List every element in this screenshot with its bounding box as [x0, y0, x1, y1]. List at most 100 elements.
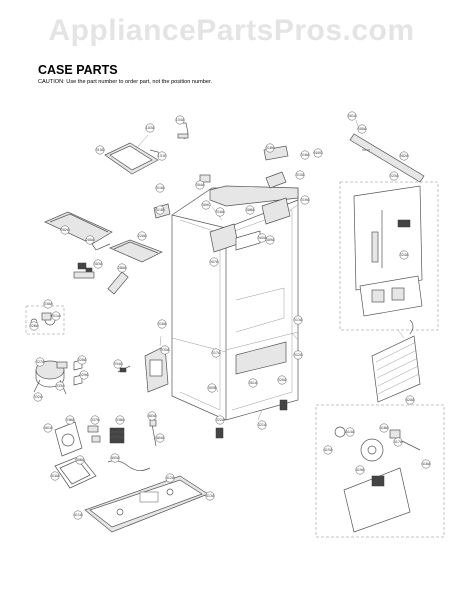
- callout-bubble: [293, 350, 303, 360]
- callout-label: 414A: [346, 430, 355, 434]
- callout-bubble: [155, 205, 165, 215]
- callout-label: 416A: [380, 426, 389, 430]
- callout-label: 312A: [294, 353, 303, 357]
- top-cover-part: [104, 142, 159, 175]
- callout-303a: 303A: [93, 259, 103, 269]
- cabinet-top-bracket: [209, 197, 291, 253]
- callout-label: 403A: [148, 414, 157, 418]
- callout-label: 322A: [216, 418, 225, 422]
- callout-label: 304A: [196, 183, 205, 187]
- callout-bubble: [211, 348, 221, 358]
- callout-103a: 103A: [145, 123, 155, 133]
- callout-310a: 310A: [215, 207, 225, 217]
- fan-shroud: [54, 455, 97, 489]
- callout-412a: 412A: [165, 473, 175, 483]
- callout-label: 328A: [78, 358, 87, 362]
- callout-bubble: [33, 392, 43, 402]
- callout-label: 309A: [266, 238, 275, 242]
- callout-321a: 321A: [257, 420, 267, 430]
- callout-label: 336A: [66, 418, 75, 422]
- evaporator: [371, 319, 421, 403]
- top-trim-strip: [349, 133, 425, 183]
- caution-note: CAUTION: Use the part number to order pa…: [38, 79, 213, 85]
- callout-330a: 330A: [43, 299, 53, 309]
- leveling-legs: [215, 399, 288, 439]
- callout-405a: 405A: [110, 453, 120, 463]
- callout-bubble: [300, 195, 310, 205]
- callout-label: 406A: [76, 458, 85, 462]
- drain-pan: [109, 427, 125, 444]
- callout-334a: 334A: [113, 359, 123, 369]
- fan-motor-clip: [87, 425, 101, 443]
- callout-302a: 302A: [60, 225, 70, 235]
- callout-bubble: [405, 395, 415, 405]
- callout-label: 500G: [314, 151, 323, 155]
- callout-327a: 327A: [35, 357, 45, 367]
- callout-bubble: [355, 465, 365, 475]
- callout-label: 404A: [156, 436, 165, 440]
- callout-bubble: [207, 383, 217, 393]
- callout-label: 413A: [206, 494, 215, 498]
- callout-bubble: [155, 183, 165, 193]
- callout-419a: 419A: [355, 465, 365, 475]
- callout-338a: 338A: [115, 415, 125, 425]
- rail-assembly-lower: [109, 239, 163, 263]
- callout-309a: 309A: [265, 235, 275, 245]
- callout-bubble: [295, 170, 305, 180]
- callout-410a: 410A: [50, 471, 60, 481]
- callout-415a: 415A: [323, 445, 333, 455]
- callout-bubble: [93, 259, 103, 269]
- callout-bubble: [35, 357, 45, 367]
- callout-318a: 318A: [157, 319, 167, 329]
- evaporator-cover-detail: [339, 181, 439, 331]
- callout-bubble: [85, 235, 95, 245]
- callout-label: 401A: [44, 426, 53, 430]
- callout-label: 333A: [56, 384, 65, 388]
- callout-bubble: [115, 415, 125, 425]
- callout-315a: 315A: [295, 170, 305, 180]
- callout-label: 310D: [96, 148, 105, 152]
- callout-bubble: [421, 459, 431, 469]
- callout-bubble: [155, 433, 165, 443]
- callout-label: 307A: [210, 260, 219, 264]
- callout-bubble: [257, 420, 267, 430]
- hinge-part: [149, 122, 189, 161]
- callout-bubble: [265, 143, 275, 153]
- callout-324a: 324A: [399, 250, 409, 260]
- callout-bubble: [165, 473, 175, 483]
- callout-312a: 312A: [293, 350, 303, 360]
- callout-329a: 329A: [79, 370, 89, 380]
- watermark: AppliancePartsPros.com: [48, 14, 415, 47]
- callout-154a: 154A: [175, 115, 185, 125]
- callout-label: 315A: [296, 173, 305, 177]
- callout-322a: 322A: [215, 415, 225, 425]
- callout-label: 338A: [116, 418, 125, 422]
- callout-bubble: [215, 415, 225, 425]
- machine-compartment-cover: [144, 345, 169, 393]
- callout-280a: 280A: [117, 263, 127, 273]
- callout-label: 280A: [118, 266, 127, 270]
- callout-bubble: [313, 148, 323, 158]
- filter-cartridge: [107, 271, 129, 295]
- callout-label: 301A: [249, 381, 258, 385]
- callout-bubble: [29, 321, 39, 331]
- callout-label: 303A: [94, 262, 103, 266]
- callout-320a: 320A: [277, 375, 287, 385]
- callout-326a: 326A: [29, 321, 39, 331]
- callout-bubble: [77, 355, 87, 365]
- callout-bubble: [293, 315, 303, 325]
- drain-tube: [149, 419, 157, 447]
- callout-label: 335A: [161, 348, 170, 352]
- callout-316a: 316A: [300, 150, 310, 160]
- callout-200a: 200A: [85, 235, 95, 245]
- callout-406a: 406A: [75, 455, 85, 465]
- callout-bubble: [357, 124, 367, 134]
- callout-label: 405A: [111, 456, 120, 460]
- callout-bubble: [117, 263, 127, 273]
- callout-label: 316A: [301, 153, 310, 157]
- callout-301a: 301A: [248, 378, 258, 388]
- callout-label: 313A: [294, 318, 303, 322]
- callout-label: 410A: [51, 474, 60, 478]
- callout-328a: 328A: [77, 355, 87, 365]
